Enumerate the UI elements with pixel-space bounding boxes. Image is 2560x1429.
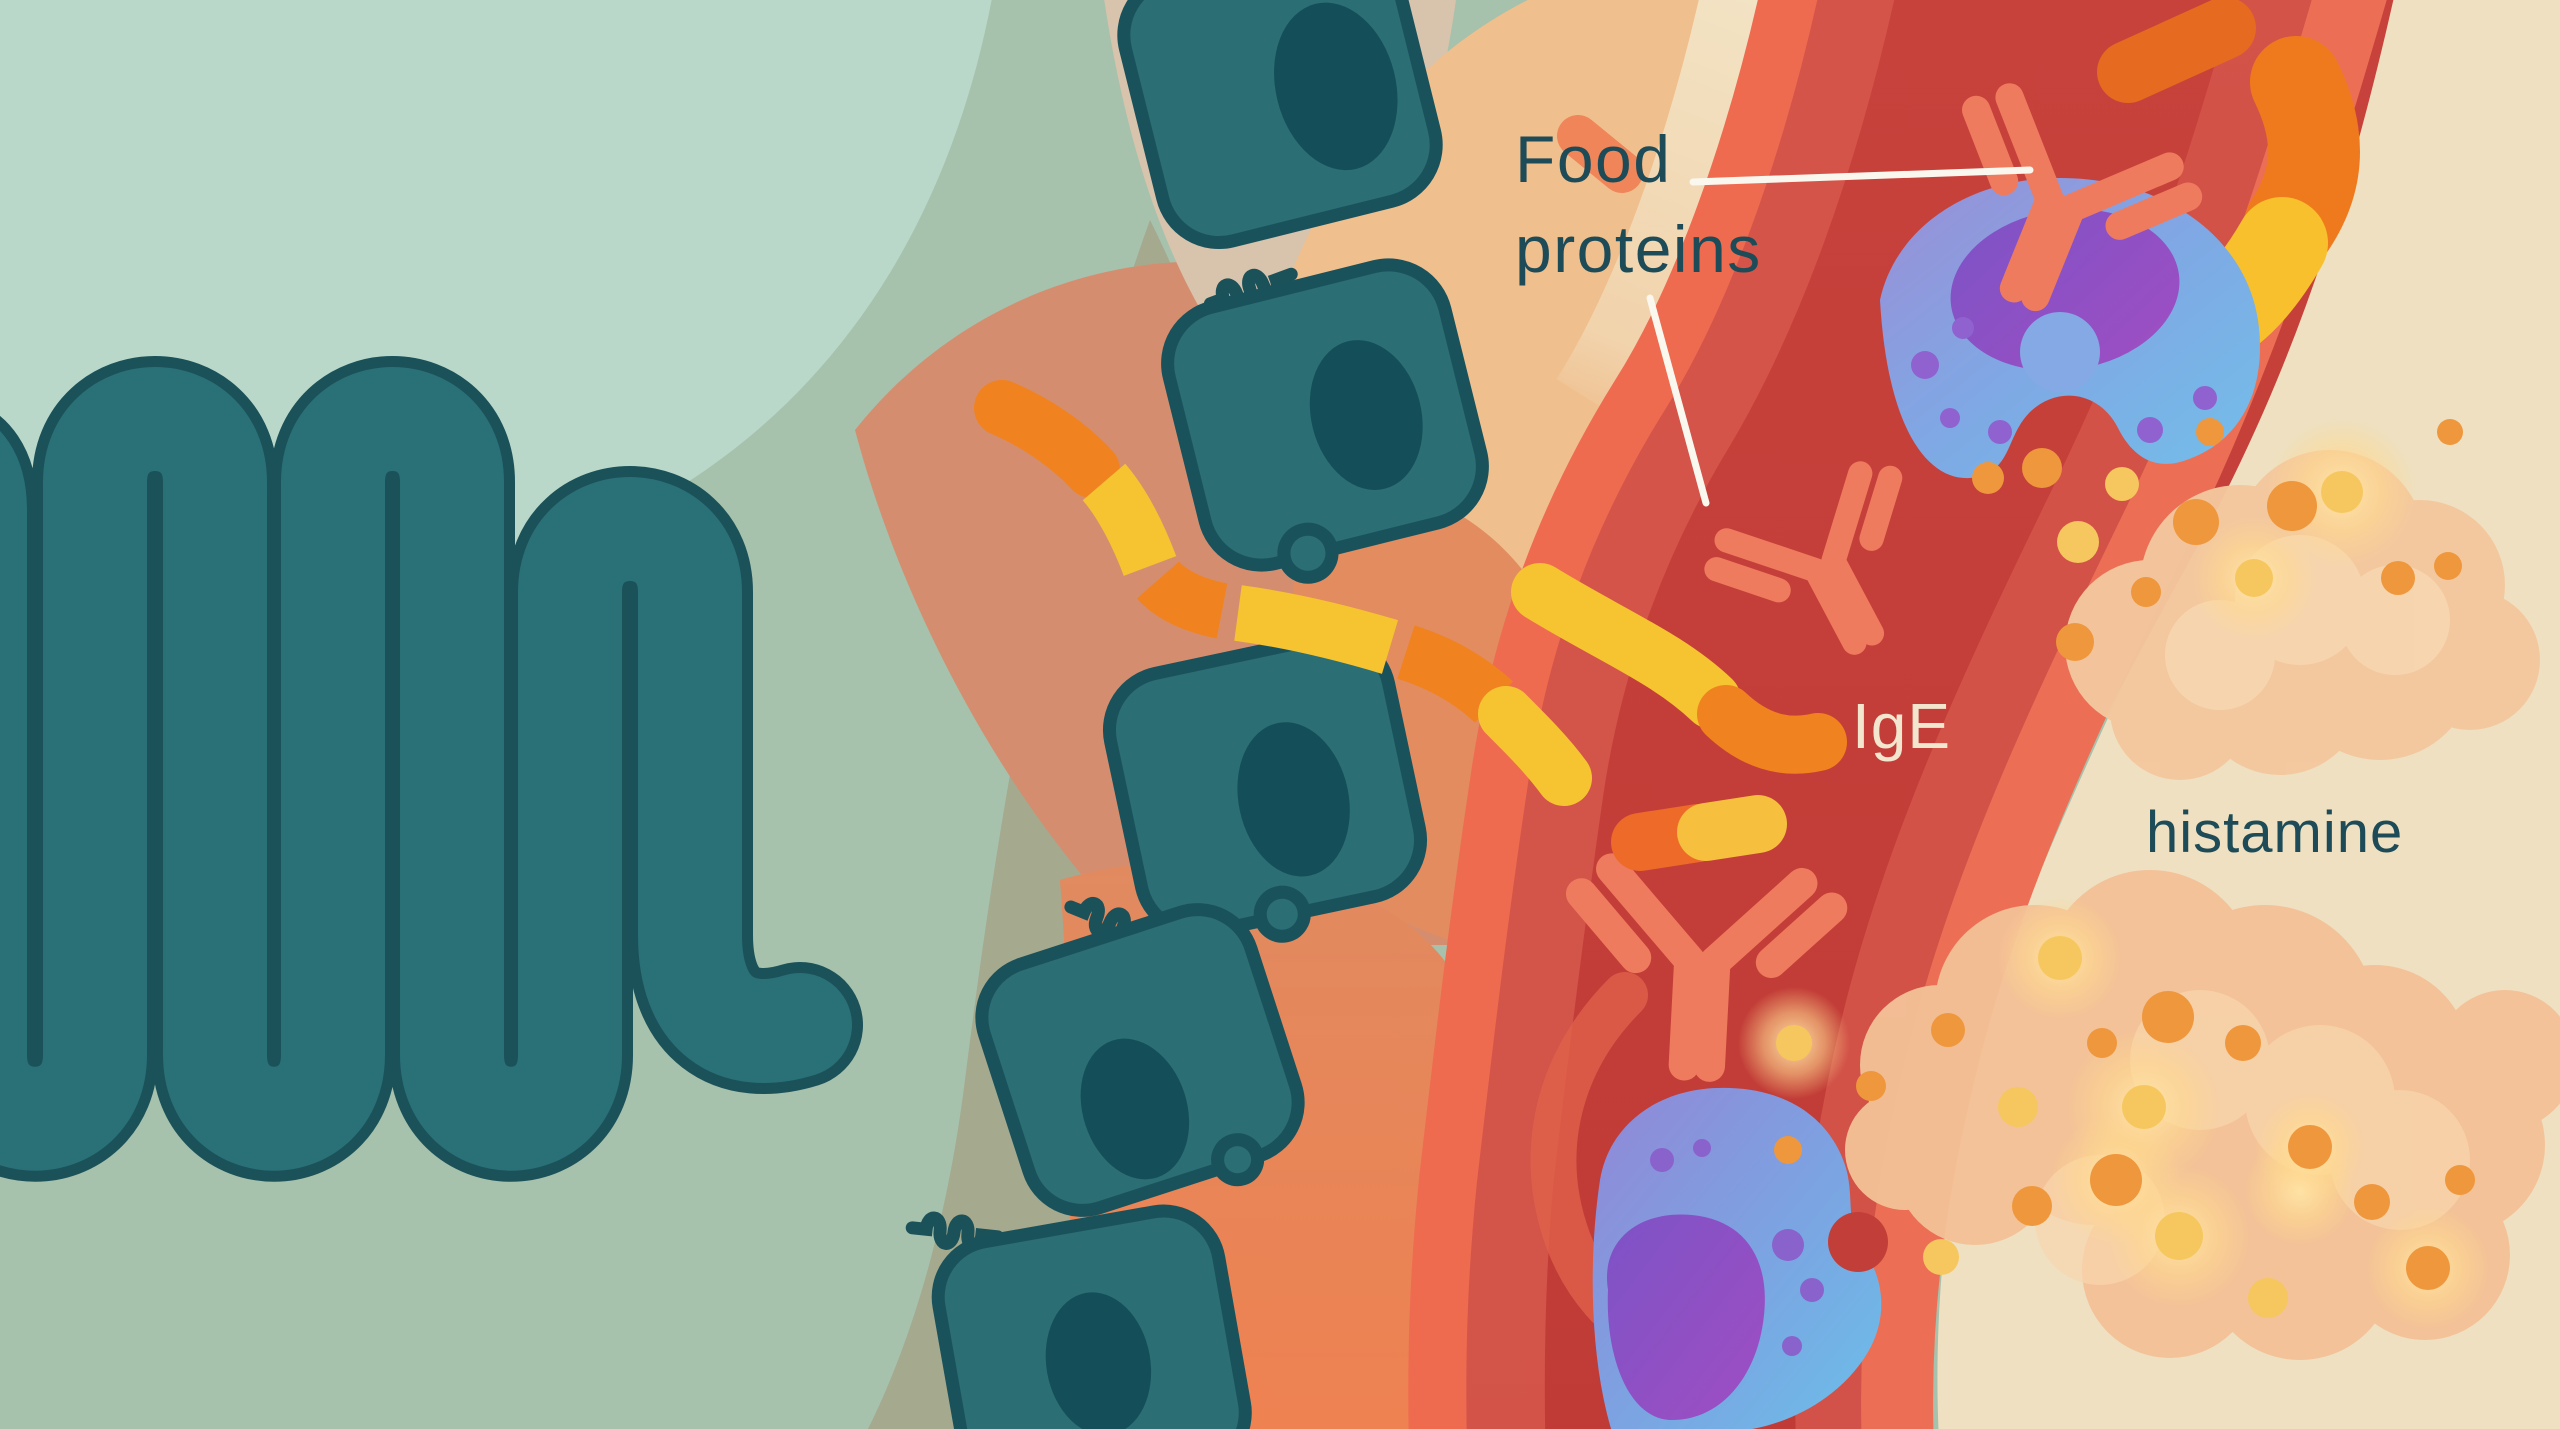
protein-segment-yellow <box>1478 686 1592 806</box>
protein-fragment <box>2097 0 2256 103</box>
captured-protein-yellow <box>1677 795 1787 861</box>
epithelial-cell <box>1117 0 1443 250</box>
epithelial-cell <box>1102 630 1428 943</box>
mast-cell-nucleus-dent <box>2020 312 2100 392</box>
epithelial-cell-chain <box>911 0 1489 1429</box>
mast-cell-granules <box>1650 1139 1824 1356</box>
label-histamine: histamine <box>2146 800 2403 865</box>
intestinal-folds-body <box>0 367 852 1171</box>
cell-nucleus <box>1080 1038 1190 1180</box>
intestinal-folds-shape <box>0 356 863 1182</box>
cell-membrane-tab <box>1277 522 1339 584</box>
epithelial-cell <box>931 1204 1252 1429</box>
mast-cell-nucleus <box>1606 1214 1765 1420</box>
cell-membrane-tab <box>1253 885 1311 943</box>
protein-segment-yellow <box>1234 585 1399 674</box>
label-food-proteins-line2: proteins <box>1515 212 1762 286</box>
cell-nucleus <box>1274 2 1398 171</box>
protein-in-vessel-yellow <box>1511 563 1741 729</box>
cell-membrane-tab <box>1211 1133 1265 1187</box>
protein-segment-yellow <box>1082 463 1177 577</box>
label-ige: IgE <box>1852 690 1951 762</box>
food-protein-chain <box>974 380 1592 806</box>
protein-segment-orange <box>1397 625 1513 723</box>
mast-cell <box>1880 177 2260 479</box>
mast-cell-granules <box>1911 317 2217 444</box>
protein-fragment-small <box>1557 115 1643 193</box>
label-food-proteins-line1: Food <box>1515 122 1671 196</box>
mast-cell <box>1592 1087 1888 1429</box>
epithelial-cell <box>1161 258 1489 584</box>
pointer-lines <box>1646 166 2034 507</box>
pointer-line-food-proteins-right <box>1689 166 2034 186</box>
labels: Food proteins IgE histamine <box>1515 122 2403 865</box>
pointer-line-food-proteins-down <box>1646 294 1710 507</box>
histamine-dots <box>1774 418 2475 1318</box>
cell-nucleus <box>1237 722 1350 877</box>
protein-in-vessel-orange <box>1697 685 1847 774</box>
protein-segment-orange <box>974 380 1120 498</box>
epithelial-cell <box>975 903 1305 1217</box>
protein-segment-orange <box>1136 560 1228 639</box>
mast-cell-nucleus <box>1950 209 2180 371</box>
mast-cell-bite <box>1828 1212 1888 1272</box>
vessel-cream-sliver <box>1556 0 1761 412</box>
cell-nucleus <box>1045 1292 1152 1429</box>
vessel-contents <box>1511 0 2361 1429</box>
cell-nucleus <box>1309 340 1423 490</box>
